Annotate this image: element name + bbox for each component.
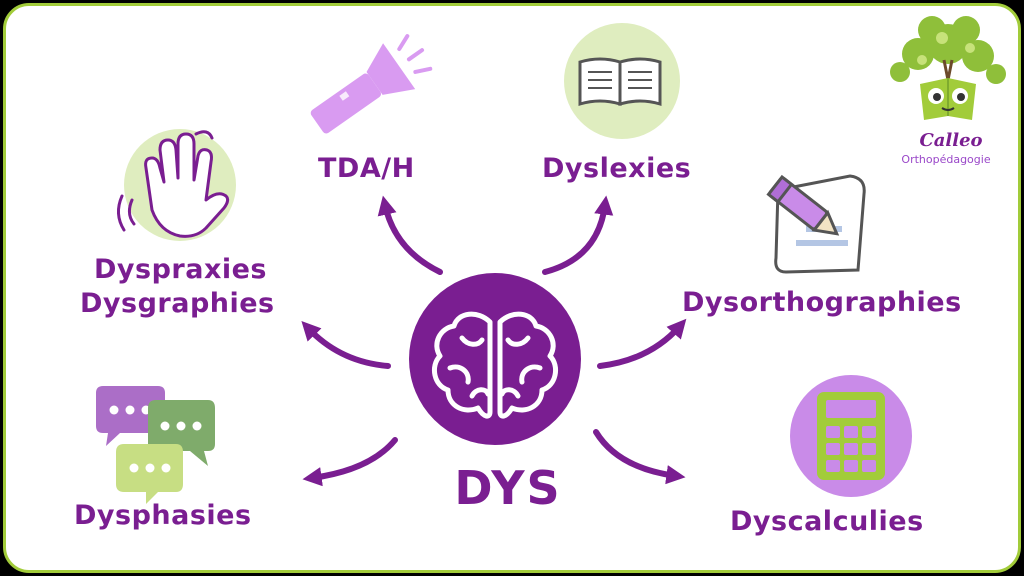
logo-name: Calleo — [919, 130, 983, 151]
arrow-to-dysphasies — [302, 437, 398, 487]
label-tdah: TDA/H — [318, 153, 415, 184]
label-dyspraxies: Dyspraxies — [94, 254, 267, 285]
pencil-paper-icon — [766, 174, 866, 274]
label-dyslexies: Dyslexies — [542, 153, 692, 184]
label-dyscalculies: Dyscalculies — [730, 506, 924, 537]
label-dysgraphies: Dysgraphies — [80, 288, 275, 319]
flashlight-icon — [310, 34, 433, 134]
arrow-to-tdah — [377, 195, 443, 275]
label-dysorthographies: Dysorthographies — [682, 287, 962, 318]
waving-hand-icon — [117, 129, 236, 241]
arrow-to-dyslexies — [542, 195, 614, 275]
arrow-to-dyspraxies — [301, 321, 391, 369]
calculator-icon — [790, 375, 912, 497]
arrow-to-dyscalculies — [593, 429, 686, 485]
center-label: DYS — [454, 461, 562, 515]
label-dysphasies: Dysphasies — [74, 500, 252, 531]
logo-subtitle: Orthopédagogie — [901, 153, 991, 166]
open-book-icon — [564, 23, 680, 139]
tree-book-mascot-icon — [890, 16, 1006, 120]
brain-icon — [409, 273, 581, 445]
speech-bubbles-icon — [96, 386, 215, 504]
arrow-to-dysorthographies — [597, 318, 687, 369]
